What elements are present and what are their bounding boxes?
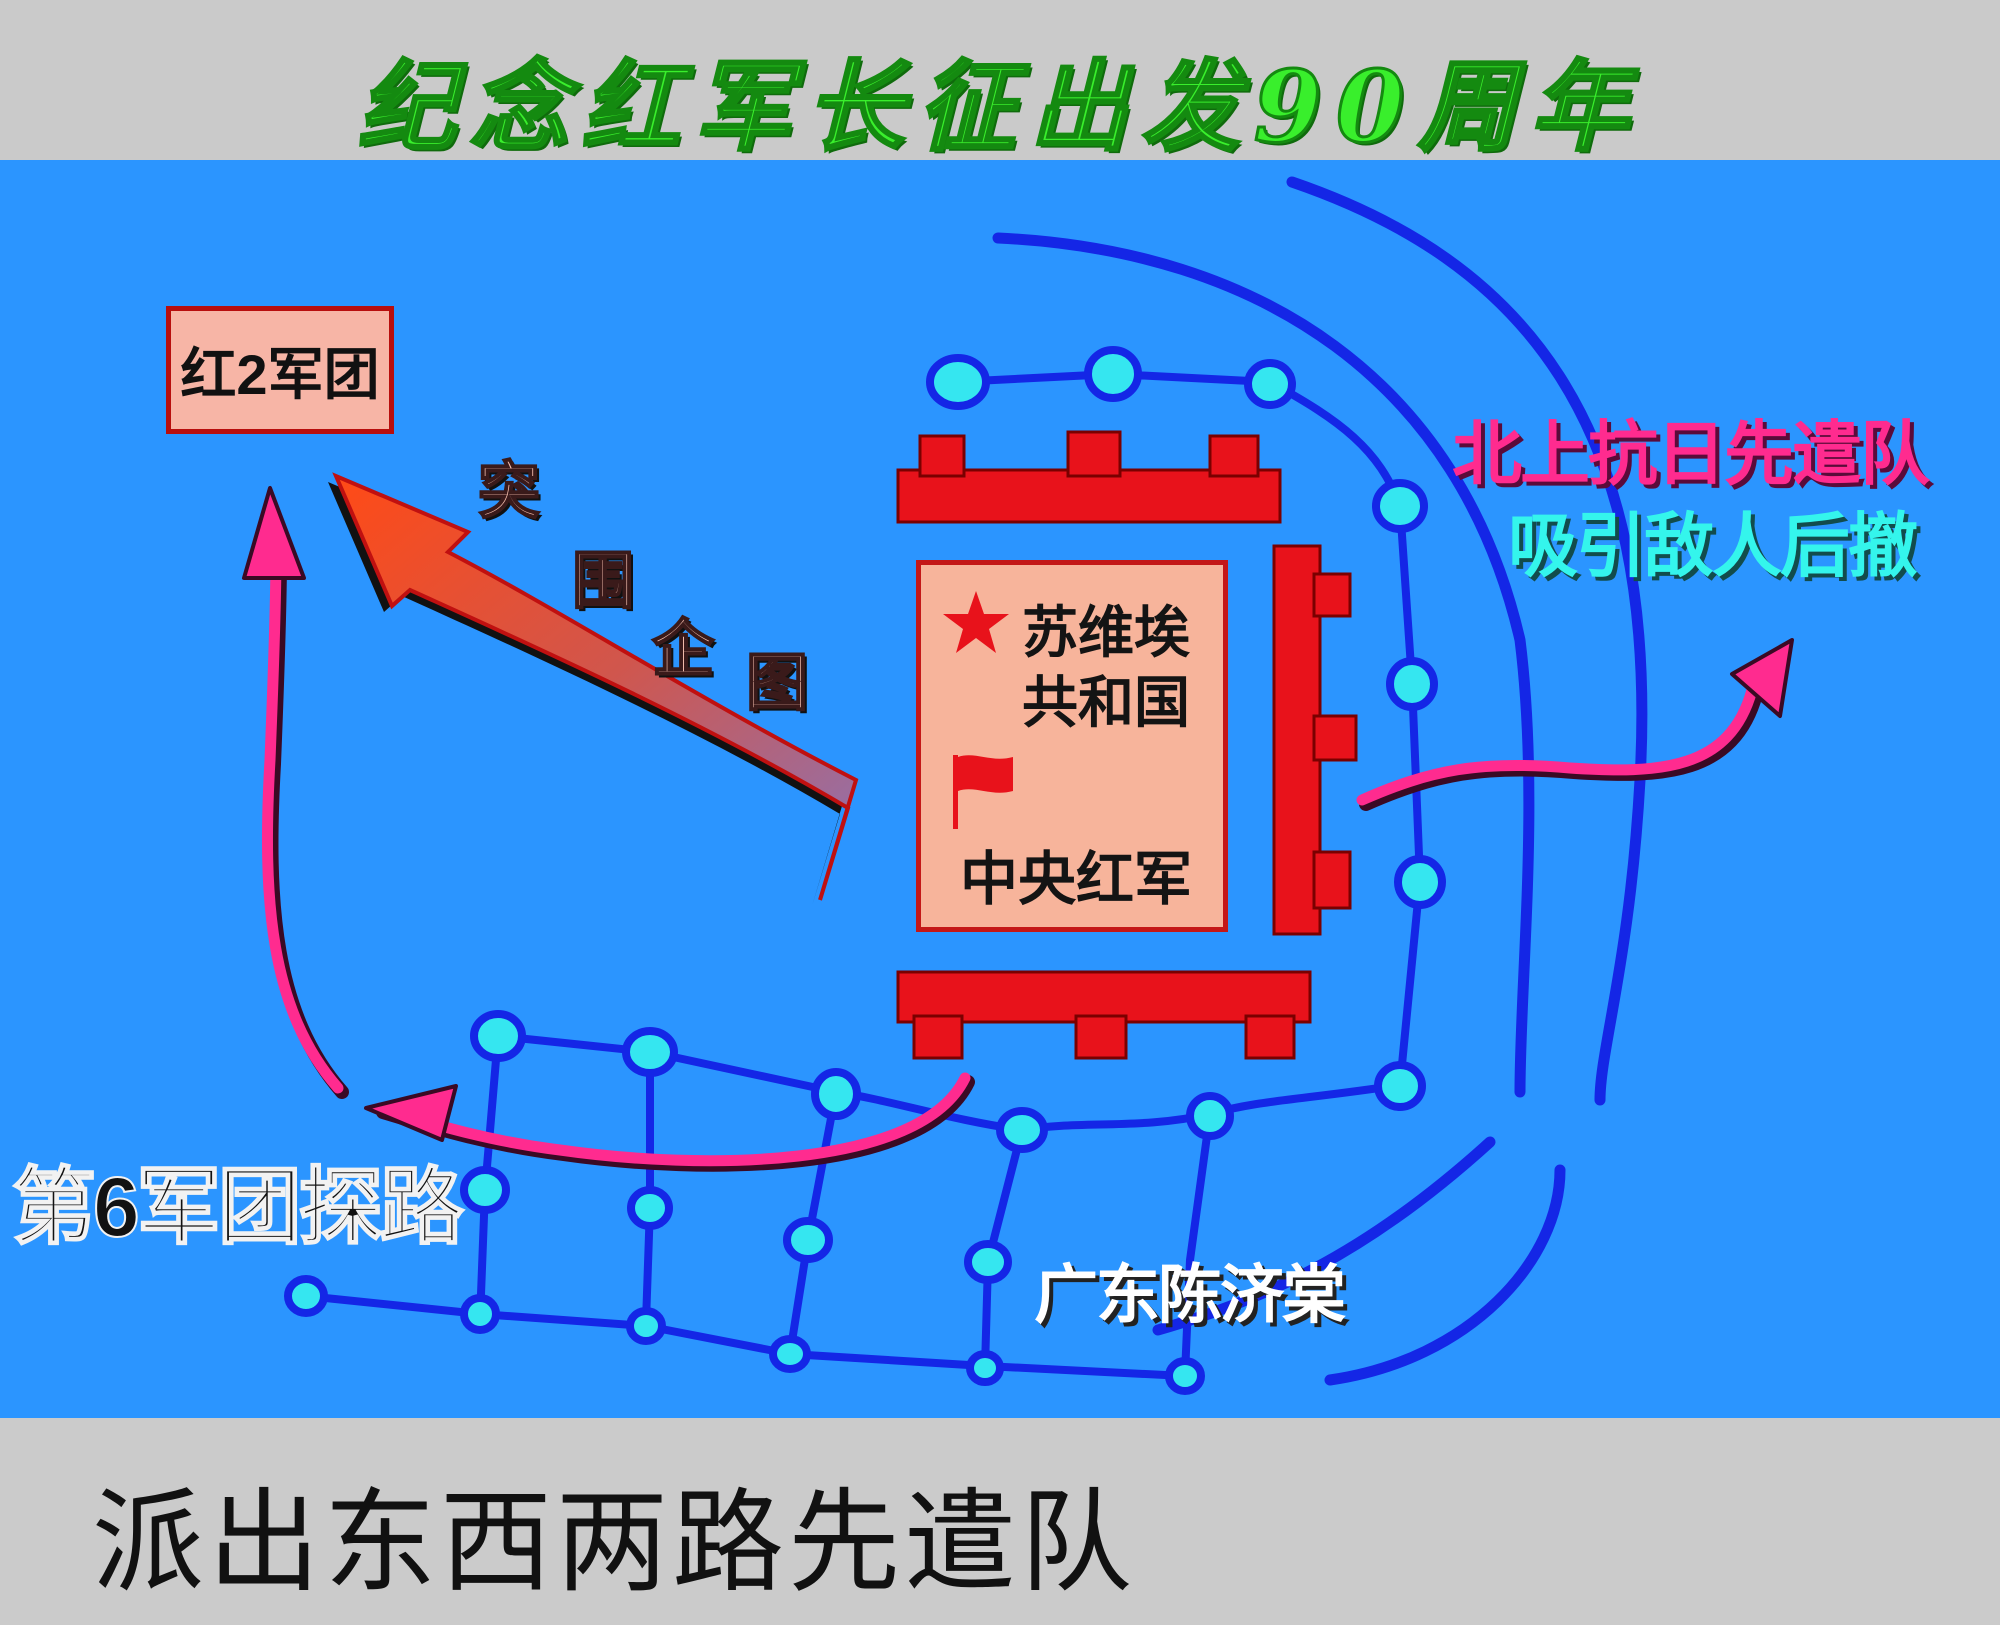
west-return-shadow — [264, 549, 349, 1099]
breakout-arrow — [328, 472, 859, 906]
soviet-republic-label: 苏维埃 共和国 — [1022, 598, 1190, 738]
wall-top — [896, 468, 1282, 524]
north-vanguard-label: 北上抗日先遣队 — [1452, 415, 1930, 493]
soviet-line-2: 共和国 — [1022, 671, 1190, 734]
west-return — [261, 546, 344, 1094]
guangdong-label: 广东陈济棠 — [1034, 1259, 1346, 1331]
central-army-label: 中央红军 — [960, 847, 1193, 912]
caption-banner — [0, 1418, 2000, 1625]
west-route-shadow — [376, 1075, 975, 1172]
breakout-char-3: 企 — [651, 614, 715, 685]
soviet-line-1: 苏维埃 — [1022, 601, 1190, 664]
sixth-corps-label: 第6军团探路 — [11, 1159, 465, 1255]
node-network — [305, 370, 1424, 1380]
page-caption: 派出东西两路先遣队 — [92, 1478, 1136, 1608]
central-soviet-box — [916, 560, 1228, 932]
second-corps-label: 红2军团 — [166, 306, 394, 434]
enemy-line-mid — [992, 232, 1535, 1098]
page-title: 纪念红军长征出发90周年 — [356, 49, 1643, 167]
node-circles — [284, 346, 1446, 1395]
route-arrowheads — [242, 486, 1794, 1142]
enemy-line-outer — [1286, 176, 1648, 1106]
wall-right — [1272, 544, 1322, 936]
star-icon — [943, 591, 1009, 653]
breakout-char-4: 图 — [745, 648, 809, 719]
title-banner — [0, 0, 2000, 160]
breakout-char-2: 围 — [571, 546, 635, 617]
east-route — [1356, 654, 1782, 806]
red-flag-icon — [953, 755, 1013, 829]
enemy-lines — [992, 176, 1648, 1386]
fortification-walls — [896, 430, 1358, 1060]
enemy-line-lower-left — [1152, 1136, 1496, 1336]
breakout-char-1: 突 — [477, 456, 541, 527]
enemy-line-lower-right — [1324, 1164, 1566, 1386]
lure-enemy-label: 吸引敌人后撤 — [1508, 507, 1918, 585]
